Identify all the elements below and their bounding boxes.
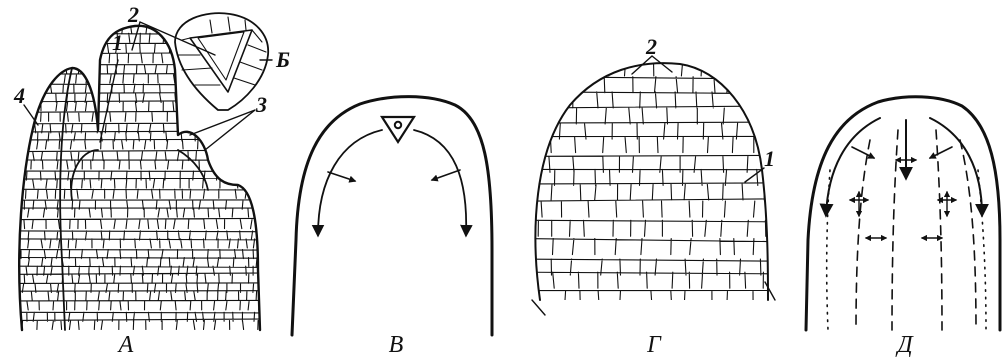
- panel-v-caption: В: [389, 332, 404, 358]
- panel-d-dot-2: [978, 170, 986, 330]
- panel-g-caption: Г: [646, 332, 662, 358]
- panel-d-arrow-in-right: [930, 147, 952, 158]
- panel-d-caption: Д: [895, 332, 914, 358]
- panel-g-label-1: 1: [764, 146, 775, 171]
- panel-d-dash-3: [936, 130, 942, 330]
- panel-g: 2 1 Г: [528, 34, 775, 358]
- panel-a-lateral-bud-right: [178, 150, 208, 190]
- panel-a-inset: [175, 13, 268, 110]
- panel-v: В: [292, 97, 492, 358]
- panel-a-label-3: 3: [255, 92, 267, 117]
- panel-d-arrow-in-left: [852, 147, 874, 158]
- panel-v-arrow-small-left: [328, 172, 355, 181]
- panel-a-label-1: 1: [112, 30, 123, 55]
- cell-walls: [528, 60, 773, 307]
- panel-a: 2 1 3 4 Б А: [13, 2, 290, 358]
- panel-a-label-b: Б: [275, 47, 290, 72]
- panel-a-label-2: 2: [127, 2, 139, 27]
- panel-d: Д: [806, 97, 1000, 358]
- panel-d-outline: [806, 97, 1000, 330]
- panel-v-arrow-right: [414, 130, 466, 235]
- panel-g-base-marks: [532, 282, 775, 315]
- panel-a-label-4: 4: [13, 83, 25, 108]
- apical-initial-cell: [382, 117, 414, 142]
- panel-a-leader-3: [190, 110, 255, 150]
- panel-g-label-2: 2: [645, 34, 657, 59]
- panel-a-caption: А: [117, 332, 134, 358]
- panel-g-outline: [535, 63, 768, 300]
- panel-d-dash-1: [856, 140, 870, 330]
- panel-v-arrow-left: [318, 130, 382, 235]
- apical-initial-nucleus: [395, 122, 401, 128]
- panel-g-cell-grid: [528, 60, 773, 307]
- panel-v-arrow-small-right: [432, 170, 460, 180]
